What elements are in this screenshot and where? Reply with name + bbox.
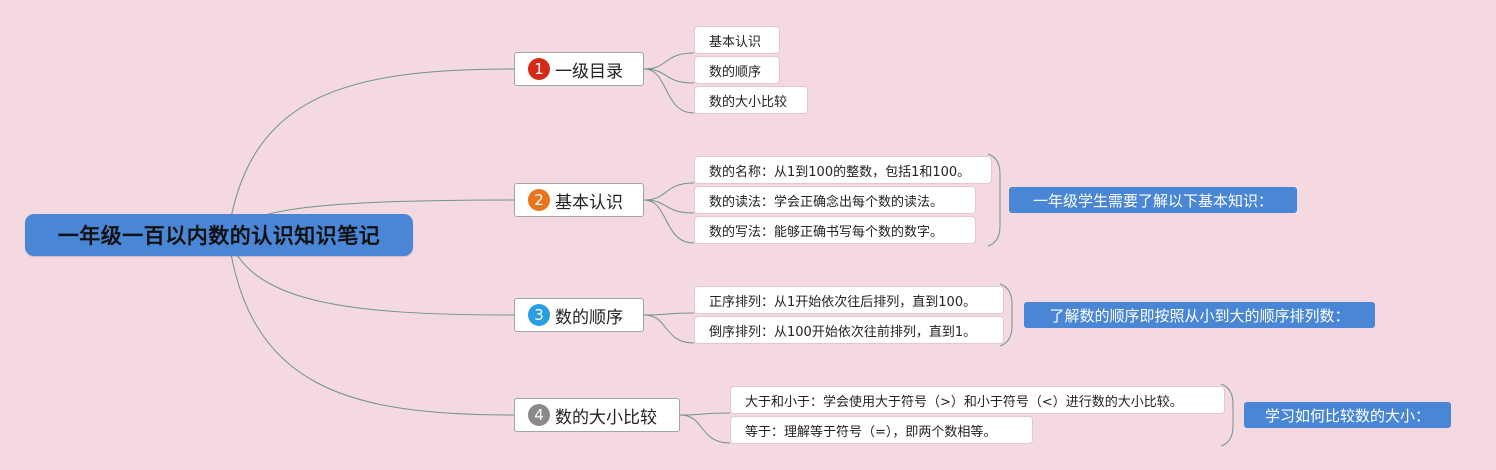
branch-number-comparison[interactable]: 4 数的大小比较 <box>514 398 680 432</box>
summary-number-order[interactable]: 了解数的顺序即按照从小到大的顺序排列数： <box>1024 302 1375 328</box>
number-2-badge-icon: 2 <box>528 189 550 211</box>
branch-3-leaf-2-line <box>643 314 695 344</box>
number-4-badge-icon: 4 <box>528 404 550 426</box>
branch-4-leaf-2-line <box>679 414 731 444</box>
leaf-number-reading[interactable]: 数的读法：学会正确念出每个数的读法。 <box>694 186 976 214</box>
number-1-badge-icon: 1 <box>528 58 550 80</box>
branch-label: 数的顺序 <box>555 307 623 328</box>
leaf-number-names[interactable]: 数的名称：从1到100的整数，包括1和100。 <box>694 156 992 184</box>
leaf-descending-order[interactable]: 倒序排列：从100开始依次往前排列，直到1。 <box>694 316 1004 344</box>
branch-label: 基本认识 <box>555 192 623 213</box>
branch-2-leaf-1-line <box>643 182 695 201</box>
branch-label: 一级目录 <box>555 61 623 82</box>
branch-2-leaf-2-line <box>643 199 695 214</box>
branch-table-of-contents[interactable]: 1 一级目录 <box>514 52 644 86</box>
leaf-number-comparison[interactable]: 数的大小比较 <box>694 86 808 114</box>
leaf-number-order[interactable]: 数的顺序 <box>694 56 780 84</box>
summary-brace-4 <box>1220 383 1234 447</box>
leaf-ascending-order[interactable]: 正序排列：从1开始依次往后排列，直到100。 <box>694 286 1004 314</box>
branch-1-leaf-2-line <box>643 68 695 84</box>
branch-1-leaf-3-line <box>643 68 695 114</box>
branch-2-leaf-3-line <box>643 199 695 244</box>
root-to-branch-1-line <box>227 68 515 236</box>
number-3-badge-icon: 3 <box>528 304 550 326</box>
summary-brace-2 <box>987 153 1001 247</box>
summary-comparison[interactable]: 学习如何比较数的大小： <box>1244 402 1451 428</box>
branch-1-leaf-1-line <box>643 52 695 70</box>
root-topic[interactable]: 一年级一百以内数的认识知识笔记 <box>25 214 413 256</box>
branch-basic-concepts[interactable]: 2 基本认识 <box>514 183 644 217</box>
branch-3-leaf-1-line <box>643 312 695 316</box>
leaf-basic-concepts[interactable]: 基本认识 <box>694 26 780 54</box>
leaf-number-writing[interactable]: 数的写法：能够正确书写每个数的数字。 <box>694 216 976 244</box>
root-to-branch-3-line <box>227 234 515 316</box>
root-to-branch-4-line <box>227 234 515 416</box>
summary-brace-3 <box>999 283 1013 347</box>
branch-label: 数的大小比较 <box>555 407 657 428</box>
branch-4-leaf-1-line <box>679 412 731 416</box>
leaf-equal-to[interactable]: 等于：理解等于符号（=），即两个数相等。 <box>730 416 1033 444</box>
leaf-greater-less-than[interactable]: 大于和小于：学会使用大于符号（>）和小于符号（<）进行数的大小比较。 <box>730 386 1225 414</box>
summary-basic-knowledge[interactable]: 一年级学生需要了解以下基本知识： <box>1009 187 1297 213</box>
branch-number-order[interactable]: 3 数的顺序 <box>514 298 644 332</box>
